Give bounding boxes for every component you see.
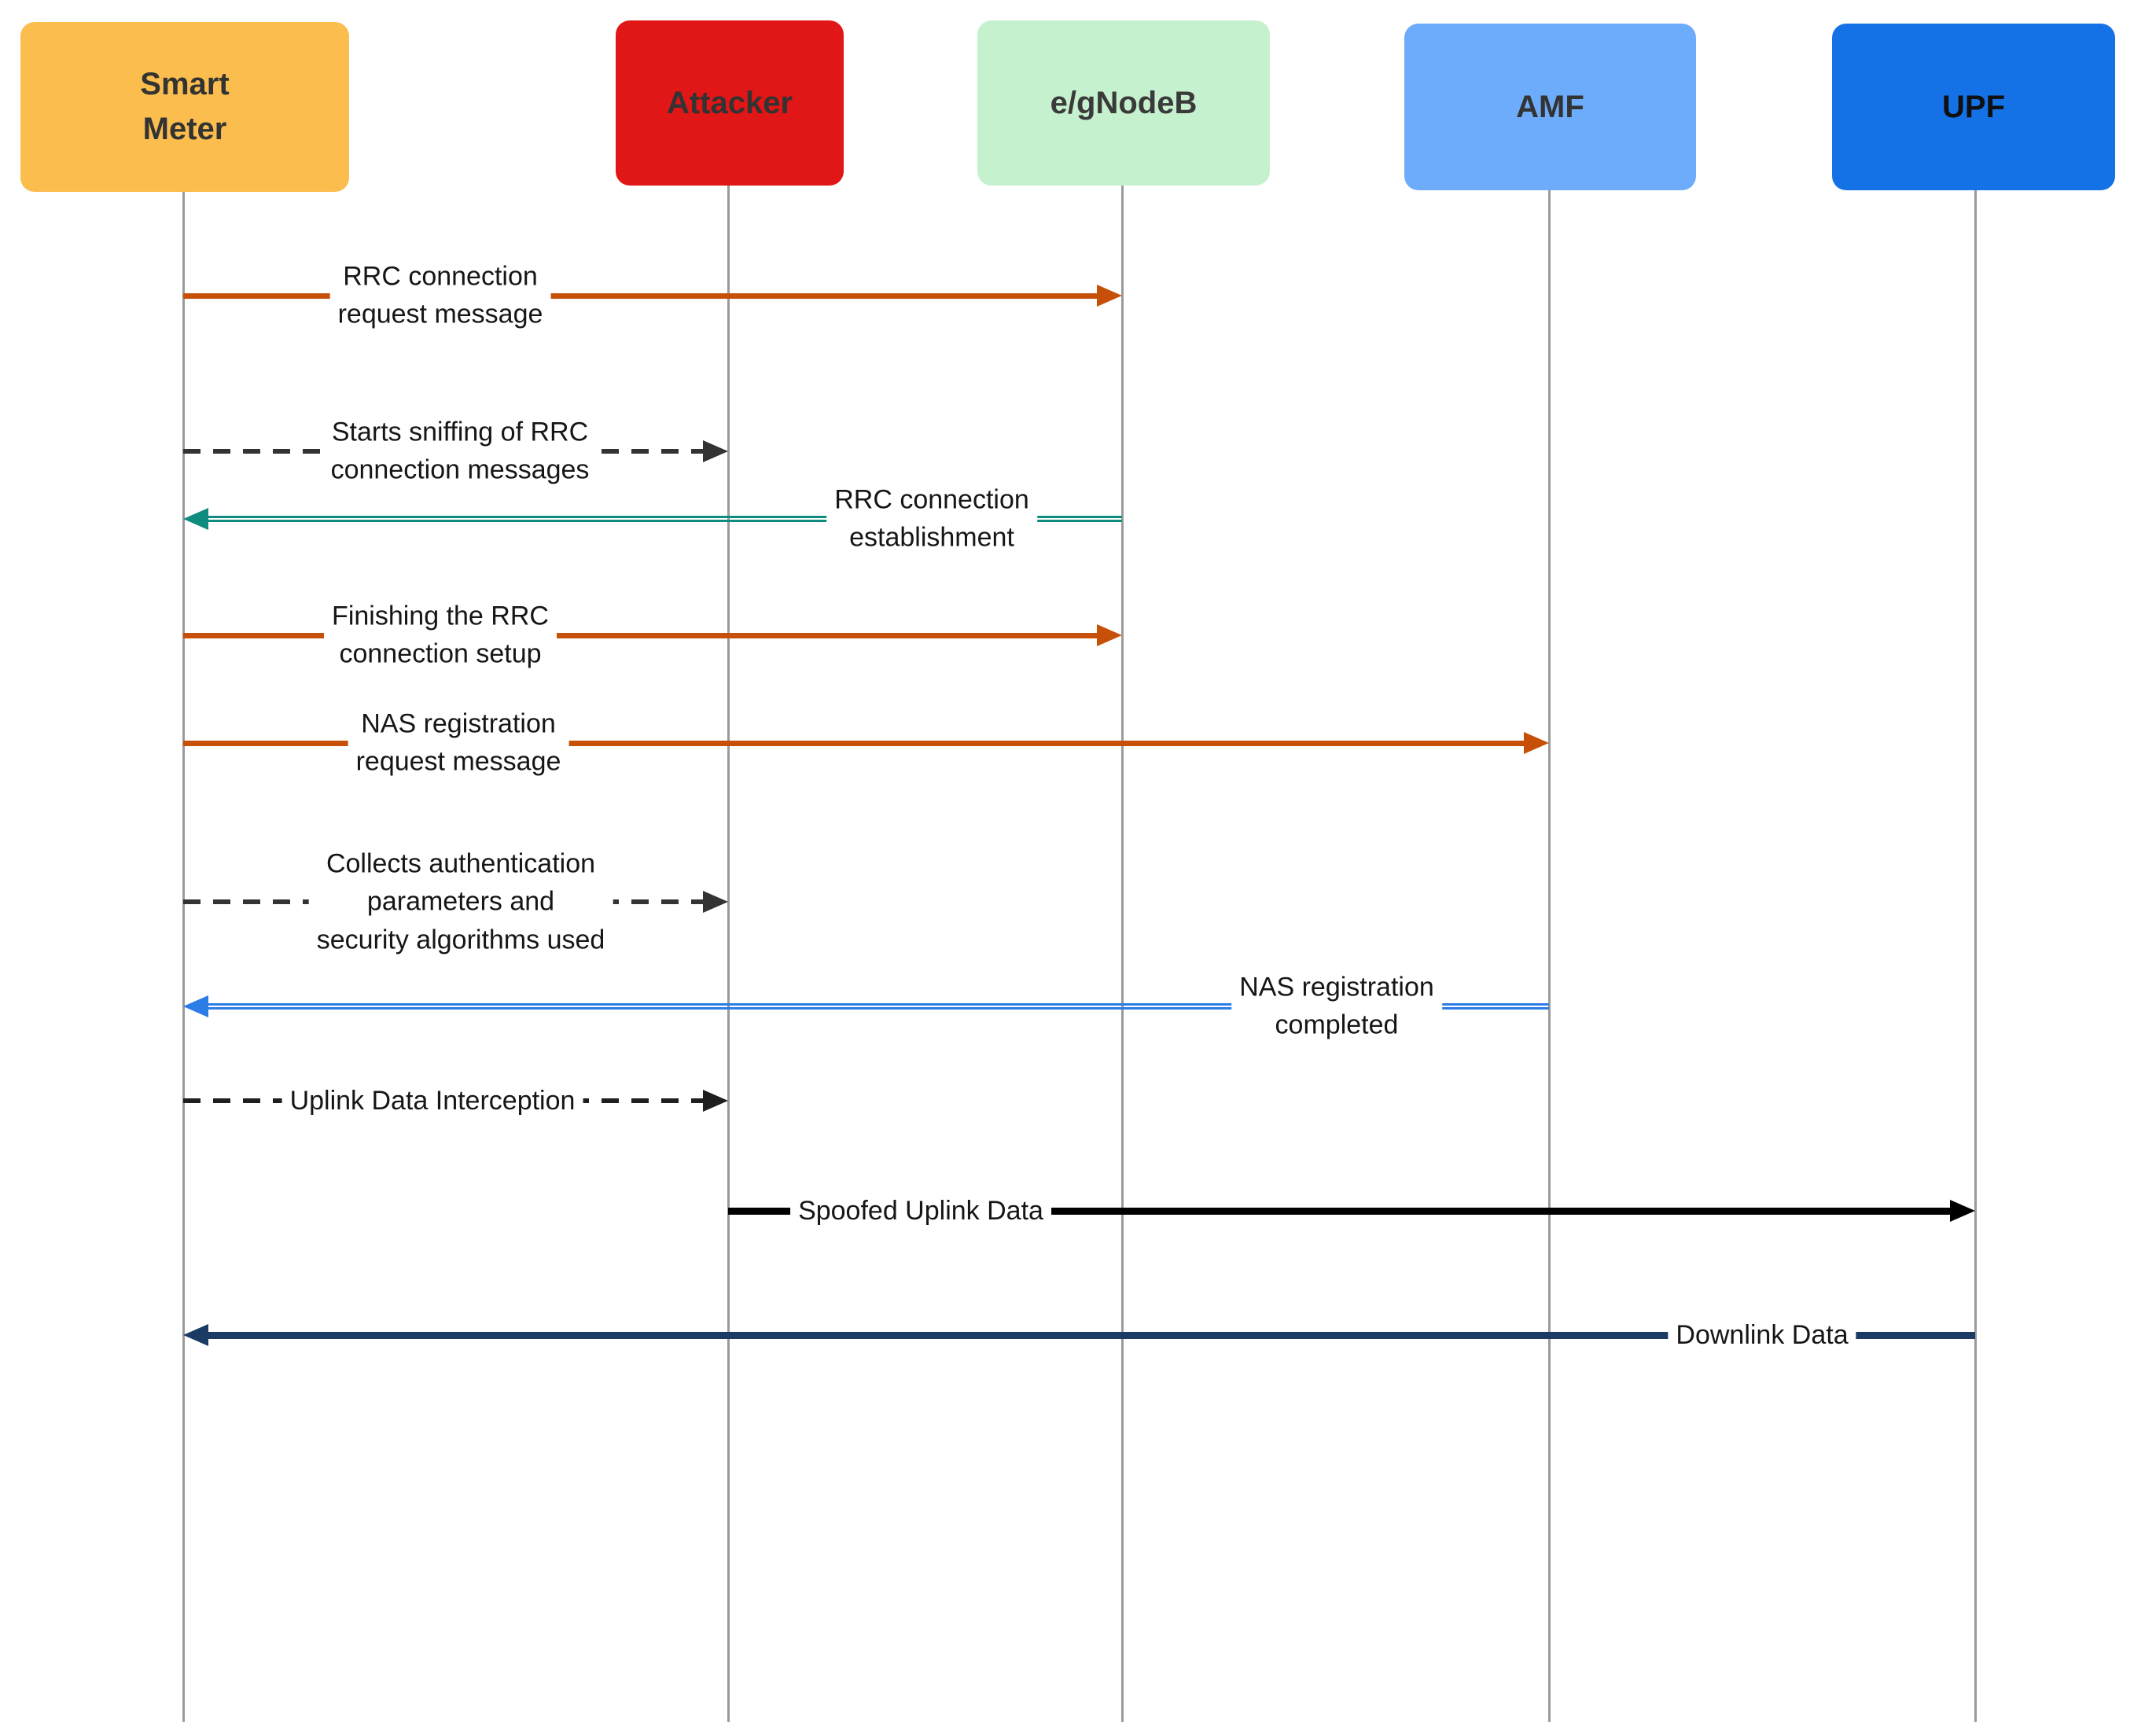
arrowhead-icon bbox=[1524, 732, 1549, 754]
message-label-starts-sniffing: Starts sniffing of RRC connection message… bbox=[322, 411, 598, 491]
message-label-line: Spoofed Uplink Data bbox=[798, 1195, 1043, 1226]
lifeline-upf bbox=[1974, 190, 1977, 1722]
message-label-uplink-data-interception: Uplink Data Interception bbox=[281, 1079, 583, 1122]
message-label-line: security algorithms used bbox=[316, 925, 605, 955]
arrowhead-icon bbox=[703, 440, 728, 462]
message-label-line: RRC connection bbox=[834, 484, 1029, 515]
message-line-nas-registration-completed bbox=[204, 1003, 1549, 1010]
message-line-spoofed-uplink-data bbox=[728, 1207, 1955, 1215]
actor-label: AMF bbox=[1516, 89, 1584, 124]
actor-label: e/gNodeB bbox=[1050, 85, 1198, 120]
message-label-line: Downlink Data bbox=[1676, 1319, 1849, 1350]
arrowhead-icon bbox=[1097, 624, 1122, 646]
message-label-line: parameters and bbox=[366, 886, 555, 917]
message-line-nas-registration-request bbox=[183, 740, 1529, 746]
message-label-spoofed-uplink-data: Spoofed Uplink Data bbox=[790, 1190, 1051, 1232]
message-label-line: Collects authentication bbox=[326, 848, 596, 879]
message-label-downlink-data: Downlink Data bbox=[1668, 1314, 1856, 1356]
arrowhead-icon bbox=[183, 1324, 208, 1346]
message-label-line: connection messages bbox=[330, 455, 590, 485]
message-label-line: Finishing the RRC bbox=[332, 601, 549, 631]
actor-e-gnodeb: e/gNodeB bbox=[977, 20, 1270, 186]
actor-label: Smart bbox=[140, 67, 230, 102]
message-label-finishing-rrc-setup: Finishing the RRC connection setup bbox=[324, 595, 557, 675]
arrowhead-icon bbox=[183, 508, 208, 530]
message-label-rrc-establishment: RRC connection establishment bbox=[826, 479, 1037, 559]
message-line-rrc-connection-request bbox=[183, 292, 1102, 299]
actor-label: UPF bbox=[1942, 89, 2005, 124]
actor-amf: AMF bbox=[1404, 24, 1696, 190]
arrowhead-icon bbox=[703, 1090, 728, 1112]
lifeline-smart-meter bbox=[182, 192, 185, 1722]
message-label-line: request message bbox=[355, 747, 561, 777]
message-label-line: establishment bbox=[849, 523, 1014, 553]
message-label-line: RRC connection bbox=[343, 261, 538, 292]
arrowhead-icon bbox=[1097, 285, 1122, 307]
actor-upf: UPF bbox=[1832, 24, 2115, 190]
message-label-line: Starts sniffing of RRC bbox=[331, 417, 589, 447]
message-label-collects-auth-params: Collects authentication parameters and sec… bbox=[308, 843, 613, 961]
arrowhead-icon bbox=[1950, 1200, 1975, 1222]
actor-label: Meter bbox=[142, 112, 227, 146]
message-line-finishing-rrc-setup bbox=[183, 632, 1102, 638]
message-label-nas-registration-completed: NAS registration completed bbox=[1231, 966, 1442, 1046]
message-label-line: completed bbox=[1275, 1010, 1399, 1040]
lifeline-amf bbox=[1547, 190, 1551, 1722]
message-line-rrc-establishment bbox=[204, 516, 1122, 522]
arrowhead-icon bbox=[703, 891, 728, 913]
lifeline-attacker bbox=[727, 186, 730, 1722]
message-label-nas-registration-request: NAS registration request message bbox=[348, 703, 569, 783]
message-label-rrc-connection-request: RRC connection request message bbox=[329, 256, 551, 336]
arrowhead-icon bbox=[183, 995, 208, 1017]
message-label-line: connection setup bbox=[339, 639, 542, 669]
actor-attacker: Attacker bbox=[616, 20, 844, 186]
message-label-line: NAS registration bbox=[361, 708, 556, 739]
message-label-line: NAS registration bbox=[1239, 972, 1434, 1002]
lifeline-e-gnodeb bbox=[1120, 186, 1124, 1722]
message-label-line: Uplink Data Interception bbox=[289, 1085, 576, 1116]
message-line-downlink-data bbox=[204, 1331, 1975, 1339]
actor-label: Attacker bbox=[666, 85, 793, 120]
message-label-line: request message bbox=[337, 300, 543, 329]
